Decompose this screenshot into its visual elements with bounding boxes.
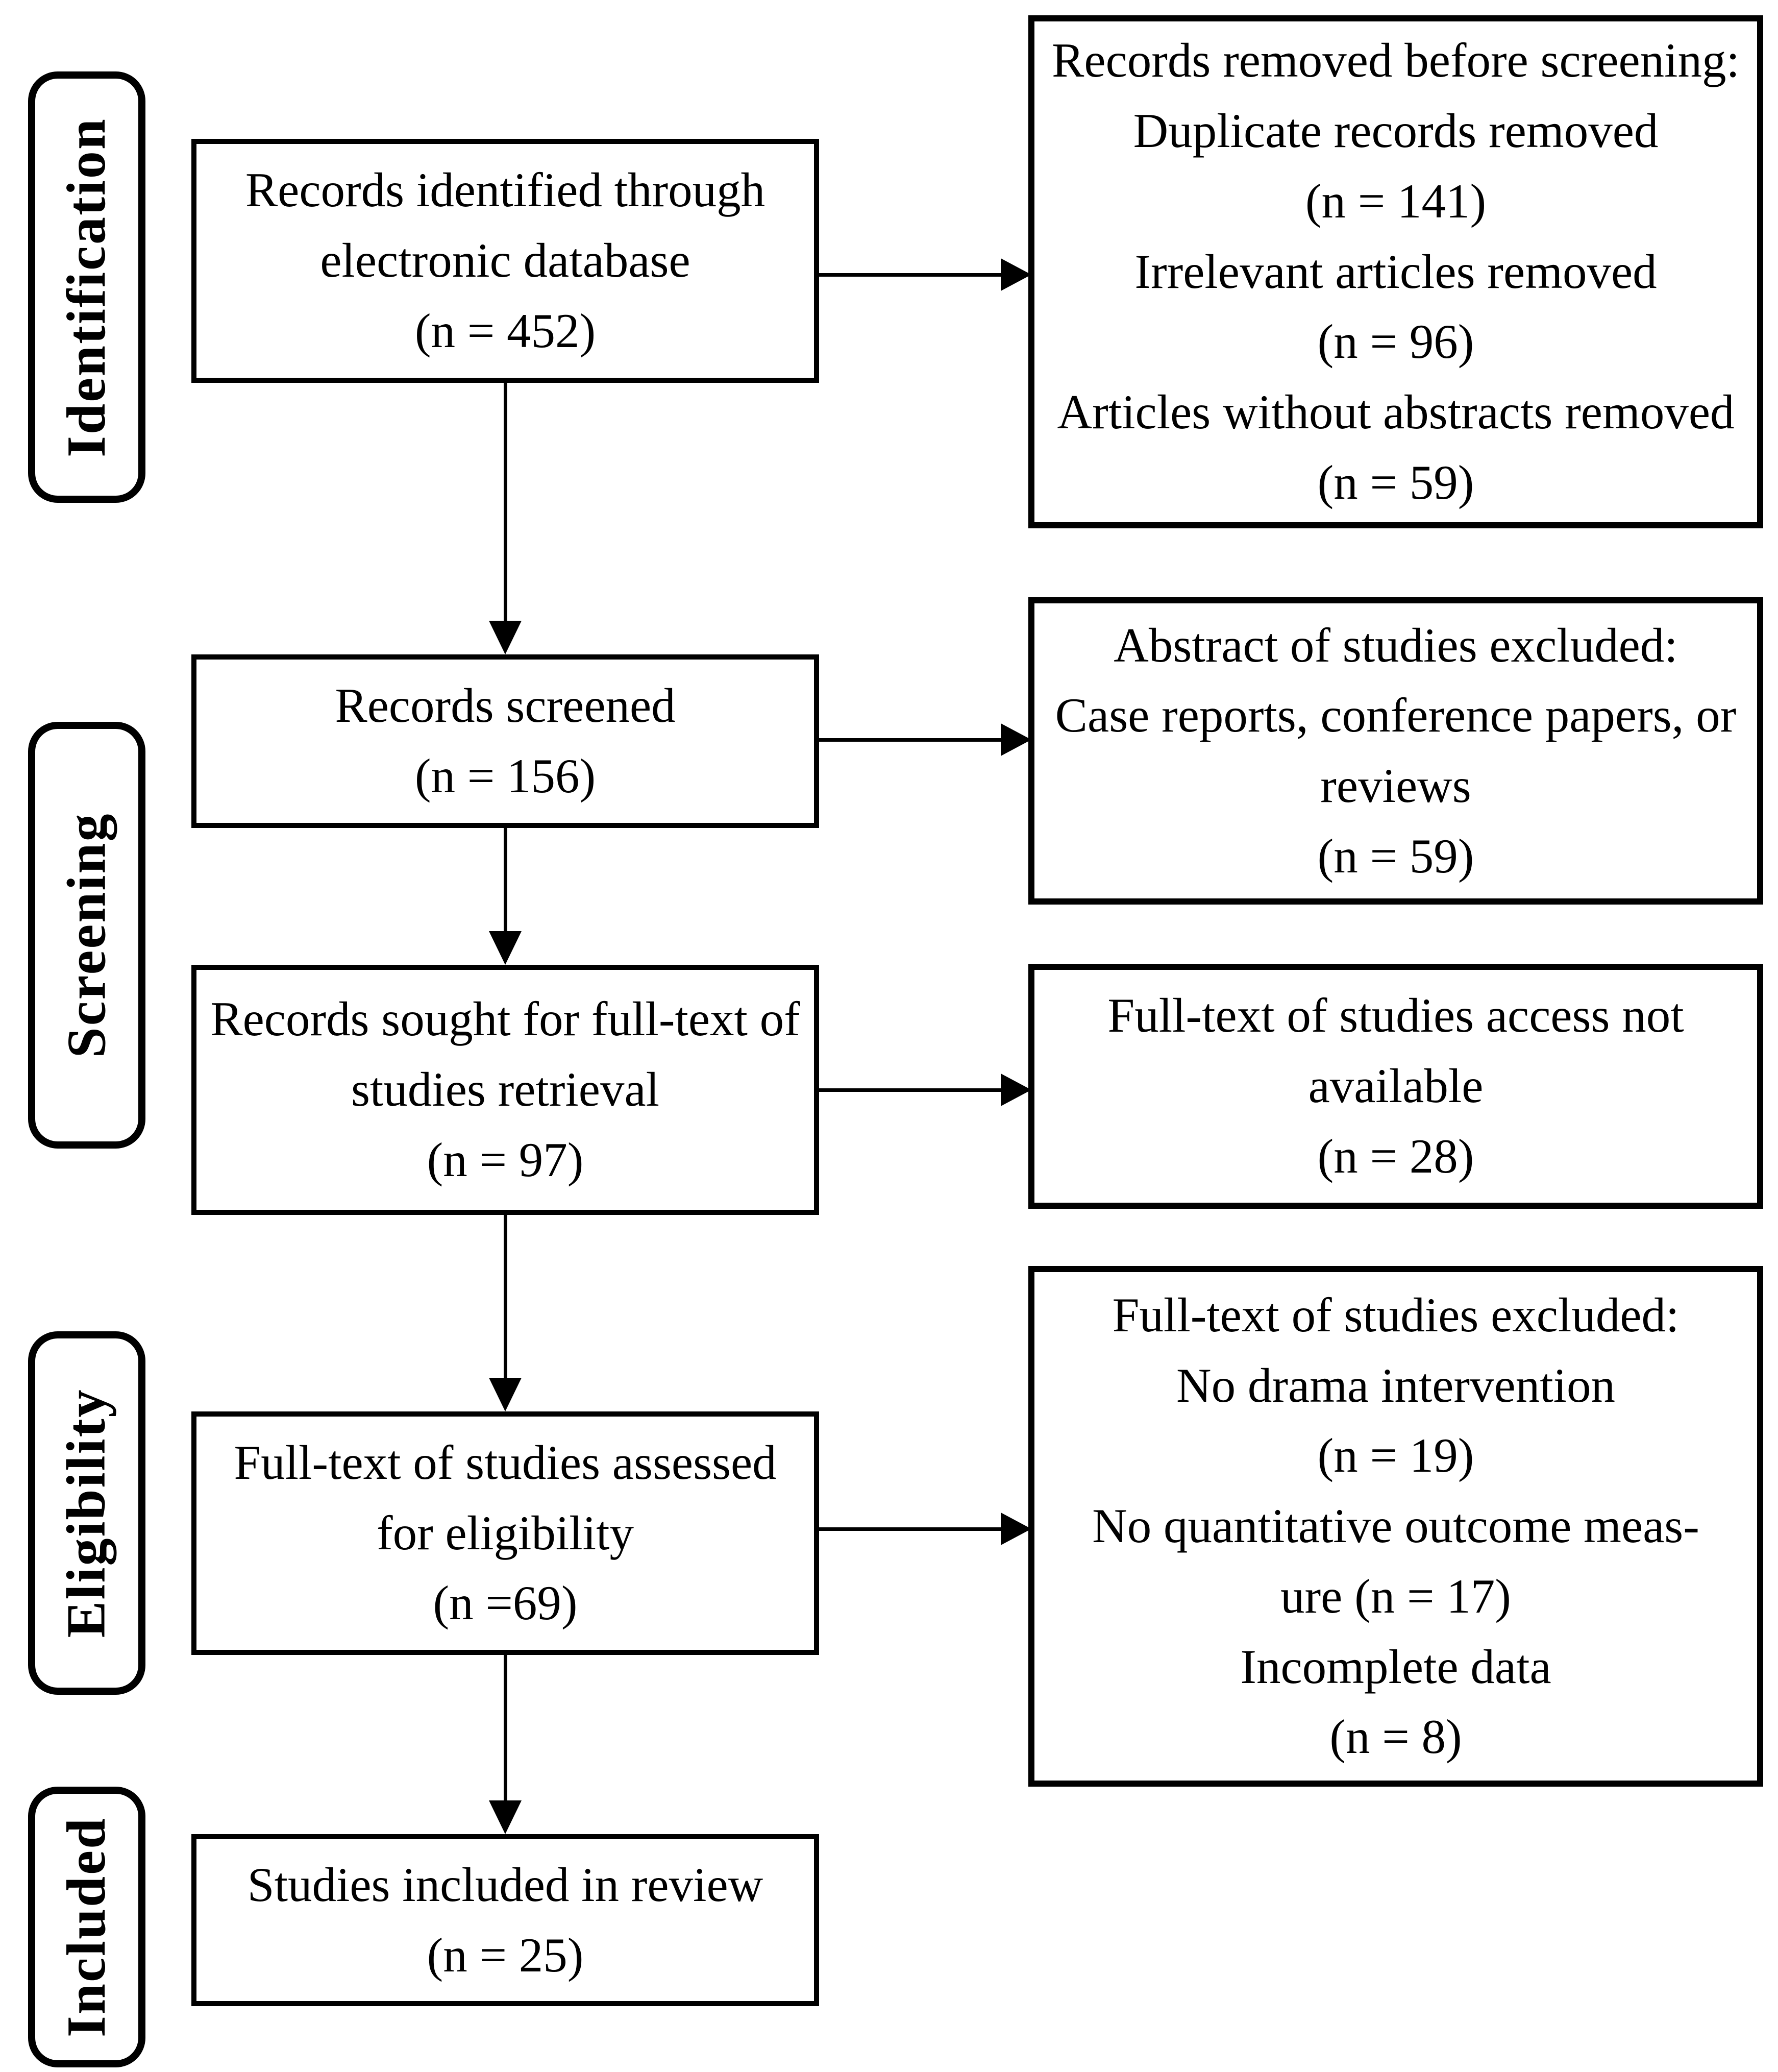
stage-label-included: Included bbox=[28, 1787, 145, 2067]
box-studies-included: Studies included in review (n = 25) bbox=[191, 1834, 819, 2006]
box-text-line: Incomplete data bbox=[1240, 1639, 1551, 1694]
box-text-line: No quantitative outcome meas- bbox=[1092, 1499, 1699, 1553]
arrow-sought-to-assessed-line bbox=[504, 1214, 507, 1378]
box-text-line: Irrelevant articles removed bbox=[1134, 244, 1657, 299]
box-text-line: Abstract of studies excluded: bbox=[1114, 618, 1678, 672]
arrowhead-right-icon bbox=[1001, 1513, 1031, 1545]
box-text-line: (n = 8) bbox=[1329, 1710, 1462, 1764]
box-text-line: Records sought for full-text of bbox=[210, 992, 800, 1046]
box-text-line: No drama intervention bbox=[1176, 1358, 1615, 1412]
arrowhead-down-icon bbox=[489, 1800, 522, 1834]
arrow-screened-to-abstract-excluded-line bbox=[817, 738, 1001, 742]
box-text-line: Records removed before screening: bbox=[1052, 33, 1740, 88]
box-text-line: ure (n = 17) bbox=[1280, 1569, 1511, 1623]
box-records-screened: Records screened (n = 156) bbox=[191, 654, 819, 828]
box-full-text-excluded: Full-text of studies excluded: No drama … bbox=[1028, 1266, 1763, 1787]
box-full-text-not-available: Full-text of studies access not availabl… bbox=[1028, 964, 1763, 1209]
box-text-line: (n = 25) bbox=[427, 1928, 584, 1982]
box-text-line: Full-text of studies excluded: bbox=[1112, 1287, 1680, 1342]
box-records-sought-full-text: Records sought for full-text of studies … bbox=[191, 965, 819, 1215]
arrow-identified-to-removed-line bbox=[817, 273, 1001, 277]
box-text-line: (n = 96) bbox=[1317, 314, 1474, 369]
arrow-sought-to-not-available-line bbox=[817, 1088, 1001, 1092]
box-text-line: available bbox=[1308, 1059, 1484, 1113]
stage-label-identification: Identification bbox=[28, 71, 145, 503]
box-text-line: (n = 97) bbox=[427, 1132, 584, 1187]
box-text-line: Studies included in review bbox=[247, 1857, 763, 1912]
stage-label-screening-text: Screening bbox=[56, 812, 117, 1058]
box-records-removed-before-screening: Records removed before screening: Duplic… bbox=[1028, 15, 1763, 528]
box-text-line: (n = 28) bbox=[1317, 1129, 1474, 1183]
box-text-line: (n = 156) bbox=[414, 749, 596, 803]
arrowhead-down-icon bbox=[489, 931, 522, 965]
stage-label-eligibility: Eligibility bbox=[28, 1331, 145, 1695]
arrowhead-right-icon bbox=[1001, 723, 1031, 756]
box-text-line: reviews bbox=[1320, 759, 1471, 813]
stage-label-identification-text: Identification bbox=[56, 117, 117, 457]
box-records-identified: Records identified through electronic da… bbox=[191, 139, 819, 383]
box-text-line: (n = 59) bbox=[1317, 828, 1474, 883]
arrowhead-down-icon bbox=[489, 1378, 522, 1411]
box-abstract-excluded: Abstract of studies excluded: Case repor… bbox=[1028, 597, 1763, 905]
arrow-identified-to-screened-line bbox=[504, 382, 507, 621]
arrowhead-down-icon bbox=[489, 621, 522, 654]
box-text-line: (n = 59) bbox=[1317, 455, 1474, 509]
box-text-line: Articles without abstracts removed bbox=[1057, 385, 1735, 440]
box-text-line: (n = 141) bbox=[1305, 174, 1487, 228]
box-text-line: (n = 19) bbox=[1317, 1428, 1474, 1483]
stage-label-included-text: Included bbox=[56, 1816, 117, 2038]
box-text-line: Records screened bbox=[335, 678, 676, 733]
stage-label-eligibility-text: Eligibility bbox=[56, 1388, 117, 1638]
box-full-text-assessed: Full-text of studies assessed for eligib… bbox=[191, 1411, 819, 1655]
arrowhead-right-icon bbox=[1001, 258, 1031, 291]
box-text-line: studies retrieval bbox=[351, 1062, 660, 1117]
box-text-line: electronic database bbox=[320, 233, 690, 288]
box-text-line: Records identified through bbox=[245, 163, 765, 217]
box-text-line: Full-text of studies assessed bbox=[234, 1435, 777, 1490]
arrow-screened-to-sought-line bbox=[504, 826, 507, 931]
arrow-assessed-to-included-line bbox=[504, 1654, 507, 1800]
box-text-line: Full-text of studies access not bbox=[1107, 988, 1684, 1043]
box-text-line: (n =69) bbox=[433, 1576, 578, 1630]
box-text-line: (n = 452) bbox=[414, 303, 596, 358]
box-text-line: Case reports, conference papers, or bbox=[1055, 688, 1737, 743]
arrow-assessed-to-excluded-line bbox=[817, 1527, 1001, 1531]
arrowhead-right-icon bbox=[1001, 1074, 1031, 1106]
stage-label-screening: Screening bbox=[28, 722, 145, 1149]
box-text-line: for eligibility bbox=[377, 1505, 634, 1560]
box-text-line: Duplicate records removed bbox=[1133, 104, 1659, 158]
